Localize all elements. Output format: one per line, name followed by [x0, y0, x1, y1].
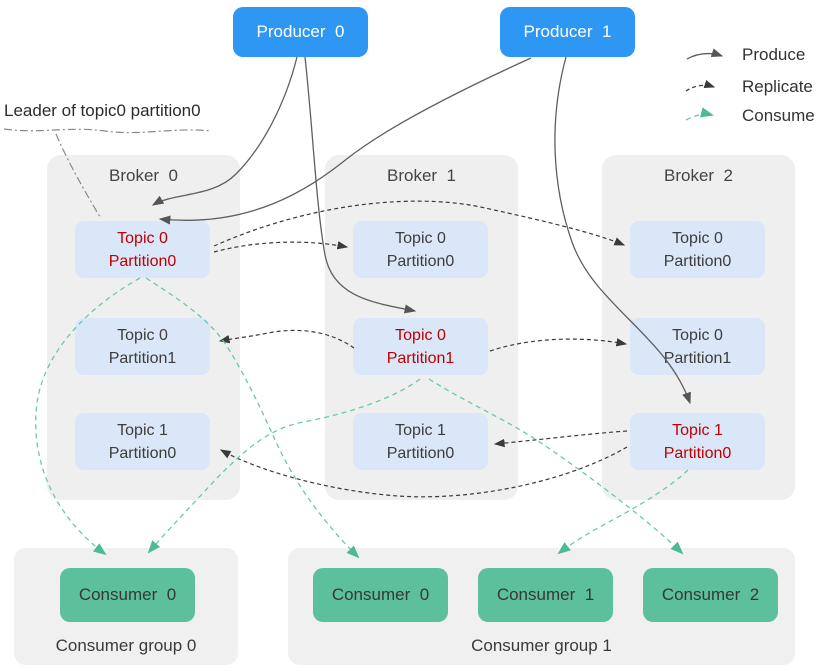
producer-1-label: Producer 1 — [523, 22, 612, 41]
partition-line1: Topic 1 — [395, 421, 446, 439]
partition-line2: Partition0 — [663, 252, 732, 270]
legend-replicate-label: Replicate — [742, 77, 813, 96]
partition-line2: Partition0 — [386, 252, 455, 270]
consumer-group-0-label: Consumer group 0 — [55, 636, 197, 655]
group1-consumer-0-node: Consumer 0 — [313, 568, 448, 622]
broker-2-topic1-partition0-leader: Topic 1 Partition0 — [630, 413, 765, 470]
broker-1-topic1-partition0: Topic 1 Partition0 — [353, 413, 488, 470]
partition-line2: Partition1 — [663, 349, 732, 367]
partition-line2: Partition1 — [386, 349, 455, 367]
partition-line1: Topic 0 — [672, 326, 723, 344]
broker-2-title: Broker 2 — [664, 166, 733, 185]
consumer-group-1-label: Consumer group 1 — [471, 636, 612, 655]
legend-produce-label: Produce — [742, 45, 806, 64]
partition-line1: Topic 0 — [117, 229, 168, 247]
broker-1-topic0-partition1-leader: Topic 0 Partition1 — [353, 318, 488, 375]
partition-line2: Partition0 — [386, 444, 455, 462]
partition-line1: Topic 1 — [672, 421, 723, 439]
broker-0-topic0-partition1: Topic 0 Partition1 — [75, 318, 210, 375]
consumer-group-1-container: Consumer 0 Consumer 1 Consumer 2 Consume… — [288, 548, 795, 665]
broker-2-topic0-partition0: Topic 0 Partition0 — [630, 221, 765, 278]
broker-0-title: Broker 0 — [109, 166, 178, 185]
broker-0-container: Broker 0 Topic 0 Partition0 Topic 0 Part… — [47, 155, 240, 500]
legend-produce-arrow-icon — [686, 48, 724, 60]
consumer-group-0-container: Consumer 0 Consumer group 0 — [14, 548, 238, 665]
partition-line1: Topic 1 — [117, 421, 168, 439]
legend-replicate-arrow-icon — [685, 79, 716, 92]
partition-line1: Topic 0 — [395, 229, 446, 247]
group1-consumer-2-node: Consumer 2 — [643, 568, 778, 622]
producer-0-label: Producer 0 — [256, 22, 345, 41]
producer-0-node: Producer 0 — [233, 7, 368, 57]
partition-line1: Topic 0 — [117, 326, 168, 344]
broker-2-topic0-partition1: Topic 0 Partition1 — [630, 318, 765, 375]
consumer-label: Consumer 2 — [661, 585, 760, 604]
broker-1-title: Broker 1 — [387, 166, 456, 185]
consumer-label: Consumer 0 — [78, 585, 177, 604]
partition-line2: Partition0 — [108, 252, 177, 270]
partition-line1: Topic 0 — [672, 229, 723, 247]
partition-line1: Topic 0 — [395, 326, 446, 344]
broker-1-topic0-partition0: Topic 0 Partition0 — [353, 221, 488, 278]
group0-consumer-0-node: Consumer 0 — [60, 568, 195, 622]
legend-consume-arrow-icon — [685, 107, 714, 121]
broker-0-topic0-partition0-leader: Topic 0 Partition0 — [75, 221, 210, 278]
partition-line2: Partition1 — [108, 349, 177, 367]
consumer-label: Consumer 1 — [496, 585, 595, 604]
leader-note-underline — [3, 128, 212, 134]
broker-1-container: Broker 1 Topic 0 Partition0 Topic 0 Part… — [325, 155, 518, 500]
broker-0-topic1-partition0: Topic 1 Partition0 — [75, 413, 210, 470]
partition-line2: Partition0 — [663, 444, 732, 462]
legend-consume-label: Consume — [742, 106, 815, 125]
producer-1-node: Producer 1 — [500, 7, 635, 57]
leader-note-text: Leader of topic0 partition0 — [4, 101, 201, 120]
consumer-label: Consumer 0 — [331, 585, 430, 604]
group1-consumer-1-node: Consumer 1 — [478, 568, 613, 622]
broker-2-container: Broker 2 Topic 0 Partition0 Topic 0 Part… — [602, 155, 795, 500]
partition-line2: Partition0 — [108, 444, 177, 462]
